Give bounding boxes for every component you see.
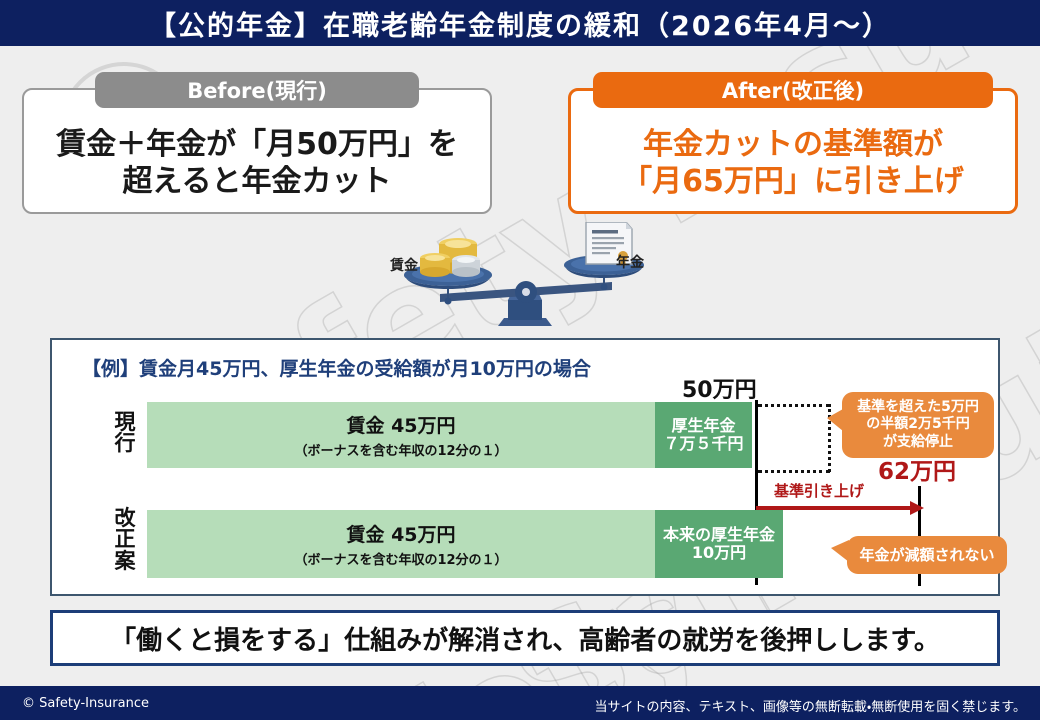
after-badge: After(改正後) bbox=[593, 72, 993, 108]
threshold-label-50: 50万円 bbox=[682, 378, 757, 403]
before-line-2: 超えると年金カット bbox=[122, 164, 392, 199]
callout-suspension-line-2: の半額2万5千円 bbox=[866, 416, 970, 433]
footer-copyright: © Safety-Insurance bbox=[22, 696, 149, 711]
row-label-current-char-2: 行 bbox=[114, 431, 136, 456]
footer-notice: 当サイトの内容、テキスト、画像等の無断転載・無断使用を固く禁じます。 bbox=[594, 700, 1026, 715]
callout-connector-top bbox=[758, 404, 830, 407]
callout-no-reduction-line-1: 年金が減額されない bbox=[859, 545, 995, 564]
bar-wage-revised-note: （ボーナスを含む年収の12分の１） bbox=[294, 553, 508, 568]
bar-pension-current: 厚生年金 ７万５千円 bbox=[655, 402, 752, 468]
bar-wage-current: 賃金 45万円 （ボーナスを含む年収の12分の１） bbox=[147, 402, 655, 468]
arrow-label-raise: 基準引き上げ bbox=[774, 482, 865, 500]
bar-wage-revised-amount: 賃金 45万円 bbox=[346, 524, 456, 546]
page-header: 【公的年金】在職老齢年金制度の緩和（2026年4月～） bbox=[0, 0, 1040, 46]
threshold-line-50-row1 bbox=[755, 406, 758, 498]
before-card-body: 賃金＋年金が「月50万円」を 超えると年金カット bbox=[24, 120, 490, 208]
bar-wage-current-note: （ボーナスを含む年収の12分の１） bbox=[294, 444, 508, 459]
balance-scale-icon bbox=[404, 221, 644, 326]
row-label-revised-char-1: 改 bbox=[114, 506, 136, 530]
after-line-1: 年金カットの基準額が bbox=[643, 127, 943, 163]
callout-connector-bottom bbox=[758, 470, 830, 473]
conclusion-text: 「働くと損をする」仕組みが解消され、高齢者の就労を後押しします。 bbox=[110, 625, 940, 656]
callout-suspension-line-3: が支給停止 bbox=[883, 433, 953, 450]
scale-left-label: 賃金 bbox=[390, 258, 418, 274]
row-label-current: 現 行 bbox=[104, 410, 146, 456]
row-label-current-char-1: 現 bbox=[114, 410, 136, 434]
row-label-revised-char-3: 案 bbox=[114, 548, 136, 573]
bar-pension-revised: 本来の厚生年金 10万円 bbox=[655, 510, 783, 578]
before-card: Before(現行) 賃金＋年金が「月50万円」を 超えると年金カット bbox=[22, 72, 492, 214]
callout-connector-vertical bbox=[828, 404, 831, 472]
bar-pension-revised-line1: 本来の厚生年金 bbox=[662, 524, 775, 544]
coins-icon bbox=[420, 238, 480, 277]
row-label-revised-char-2: 正 bbox=[114, 527, 136, 552]
callout-suspension: 基準を超えた5万円 の半額2万5千円 が支給停止 bbox=[827, 392, 994, 458]
callout-suspension-line-1: 基準を超えた5万円 bbox=[857, 399, 979, 416]
after-card-body: 年金カットの基準額が 「月65万円」に引き上げ bbox=[571, 121, 1015, 207]
bar-pension-current-line1: 厚生年金 bbox=[671, 415, 736, 435]
bar-wage-revised: 賃金 45万円 （ボーナスを含む年収の12分の１） bbox=[147, 510, 655, 578]
example-chart-panel: 【例】賃金月45万円、厚生年金の受給額が月10万円の場合 50万円 62万円 現… bbox=[50, 338, 1007, 596]
before-badge: Before(現行) bbox=[95, 72, 419, 108]
page-footer: © Safety-Insurance 当サイトの内容、テキスト、画像等の無断転載… bbox=[0, 686, 1040, 720]
scale-right-label: 年金 bbox=[616, 255, 644, 271]
conclusion-box: 「働くと損をする」仕組みが解消され、高齢者の就労を後押しします。 bbox=[50, 610, 1000, 666]
after-line-2: 「月65万円」に引き上げ bbox=[622, 164, 964, 199]
bar-wage-current-amount: 賃金 45万円 bbox=[346, 415, 456, 437]
row-label-revised: 改 正 案 bbox=[104, 506, 146, 573]
chart-title: 【例】賃金月45万円、厚生年金の受給額が月10万円の場合 bbox=[82, 358, 591, 380]
certificate-icon bbox=[585, 221, 633, 266]
threshold-raise-arrow-icon bbox=[756, 501, 924, 515]
before-line-1: 賃金＋年金が「月50万円」を bbox=[56, 127, 458, 163]
page-title: 【公的年金】在職老齢年金制度の緩和（2026年4月～） bbox=[149, 10, 891, 42]
bar-pension-current-line2: ７万５千円 bbox=[663, 434, 744, 453]
chart-area: 50万円 62万円 現 行 賃金 45万円 （ボーナスを含む年収の12分の１） … bbox=[52, 340, 1007, 594]
threshold-label-62: 62万円 bbox=[878, 459, 957, 485]
callout-no-reduction: 年金が減額されない bbox=[831, 536, 1007, 574]
after-card: After(改正後) 年金カットの基準額が 「月65万円」に引き上げ bbox=[568, 72, 1018, 214]
bar-pension-revised-line2: 10万円 bbox=[691, 543, 747, 562]
balance-scale-illustration: 賃金 年金 bbox=[380, 221, 670, 334]
